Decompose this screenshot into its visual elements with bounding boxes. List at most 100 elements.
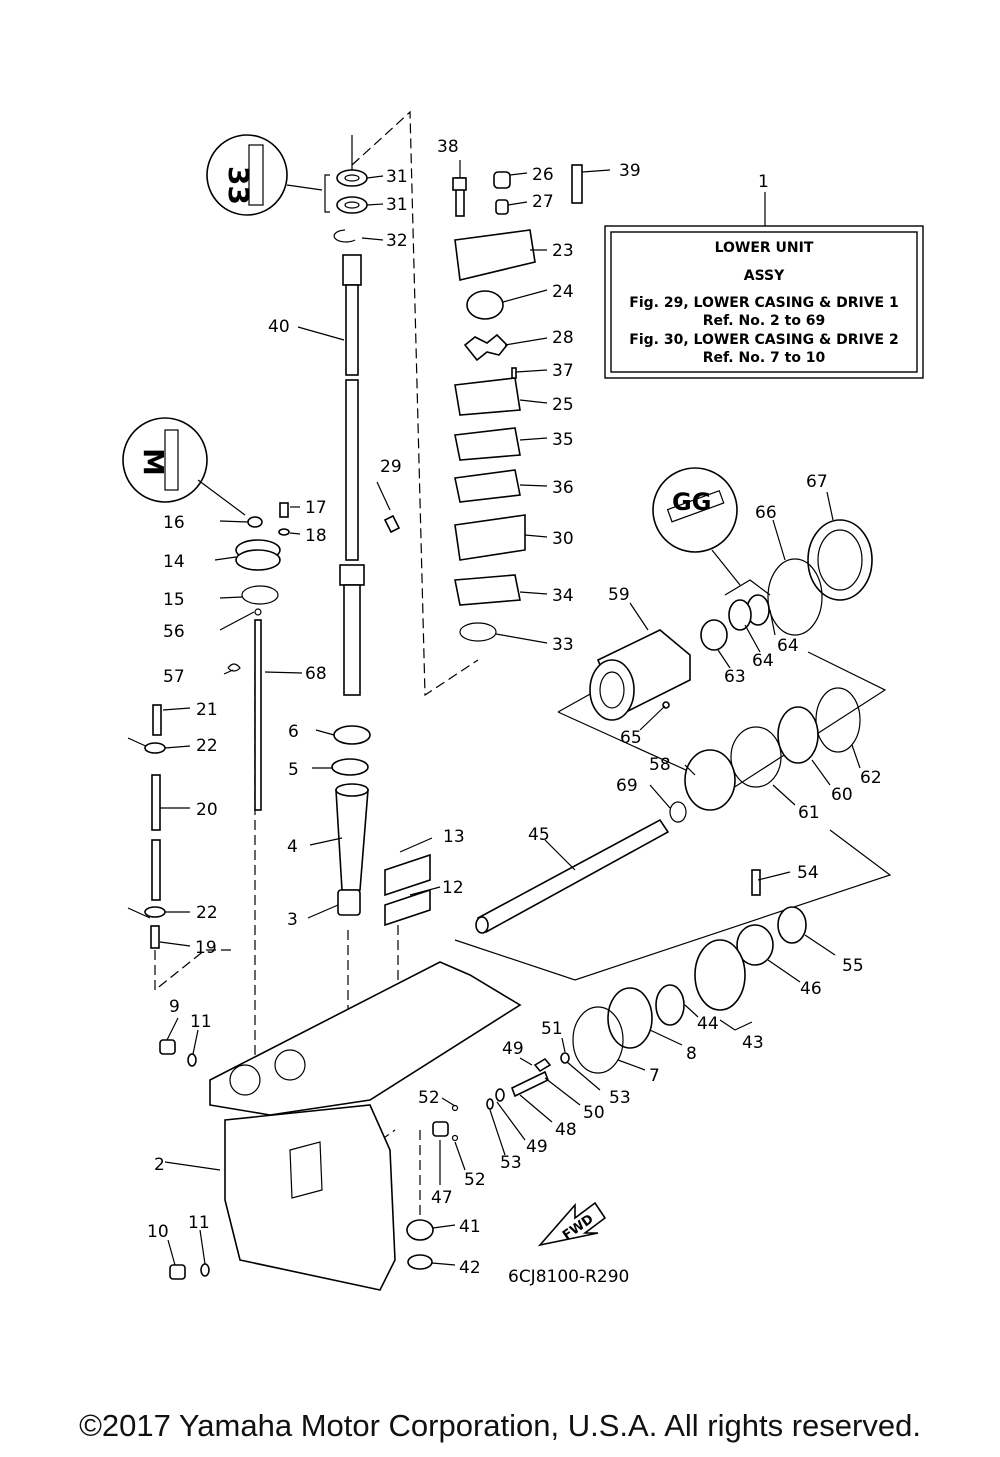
callout-47: 47 bbox=[431, 1188, 453, 1208]
callout-7: 7 bbox=[649, 1066, 660, 1086]
callout-36: 36 bbox=[552, 478, 574, 498]
callout-9: 9 bbox=[169, 997, 180, 1017]
copyright-notice: ©2017 Yamaha Motor Corporation, U.S.A. A… bbox=[79, 1408, 921, 1443]
callout-51: 51 bbox=[541, 1019, 563, 1039]
callout-5: 5 bbox=[288, 760, 299, 780]
inset-sealant-right: GG bbox=[652, 467, 771, 596]
callout-22b: 22 bbox=[196, 903, 218, 923]
callout-14: 14 bbox=[163, 552, 185, 572]
callout-61: 61 bbox=[798, 803, 820, 823]
propeller-shaft bbox=[475, 818, 670, 934]
drawing-code: 6CJ8100-R290 bbox=[508, 1267, 629, 1287]
callout-40: 40 bbox=[268, 317, 290, 337]
inset-sealant-top: 33 bbox=[206, 134, 330, 216]
callout-11a: 11 bbox=[190, 1012, 212, 1032]
callout-46: 46 bbox=[800, 979, 822, 999]
callout-29: 29 bbox=[380, 457, 402, 477]
assy-box-line5: Fig. 30, LOWER CASING & DRIVE 2 bbox=[629, 332, 898, 348]
callout-33: 33 bbox=[552, 635, 574, 655]
callout-10: 10 bbox=[147, 1222, 169, 1242]
callout-18: 18 bbox=[305, 526, 327, 546]
callout-21: 21 bbox=[196, 700, 218, 720]
callout-13: 13 bbox=[443, 827, 465, 847]
prop-shaft-housing-assembly bbox=[589, 519, 873, 823]
callout-54: 54 bbox=[797, 863, 819, 883]
callout-26: 26 bbox=[532, 165, 554, 185]
callout-23: 23 bbox=[552, 241, 574, 261]
callout-22a: 22 bbox=[196, 736, 218, 756]
pinion-assembly bbox=[406, 1219, 434, 1270]
callout-56: 56 bbox=[163, 622, 185, 642]
callout-37: 37 bbox=[552, 361, 574, 381]
callout-31b: 31 bbox=[386, 195, 408, 215]
callout-53a: 53 bbox=[609, 1088, 631, 1108]
callout-59: 59 bbox=[608, 585, 630, 605]
assy-box-line1: LOWER UNIT bbox=[715, 240, 814, 256]
callout-numbers: 2 3 4 5 6 7 8 9 10 11 11 12 13 14 15 16 … bbox=[147, 137, 882, 1278]
callout-52b: 52 bbox=[464, 1170, 486, 1190]
callout-31a: 31 bbox=[386, 167, 408, 187]
callout-53b: 53 bbox=[500, 1153, 522, 1173]
callout-55: 55 bbox=[842, 956, 864, 976]
callout-64a: 64 bbox=[752, 651, 774, 671]
callout-27: 27 bbox=[532, 192, 554, 212]
callout-60: 60 bbox=[831, 785, 853, 805]
callout-19: 19 bbox=[195, 938, 217, 958]
callout-2: 2 bbox=[154, 1155, 165, 1175]
callout-8: 8 bbox=[686, 1044, 697, 1064]
assy-box-line3: Fig. 29, LOWER CASING & DRIVE 1 bbox=[629, 295, 898, 311]
callout-43: 43 bbox=[742, 1033, 764, 1053]
fwd-arrow: FWD bbox=[537, 1201, 607, 1247]
callout-63: 63 bbox=[724, 667, 746, 687]
callout-65: 65 bbox=[620, 728, 642, 748]
callout-17: 17 bbox=[305, 498, 327, 518]
callout-11b: 11 bbox=[188, 1213, 210, 1233]
misc-parts bbox=[383, 514, 670, 927]
callout-12: 12 bbox=[442, 878, 464, 898]
callout-3: 3 bbox=[287, 910, 298, 930]
callout-30: 30 bbox=[552, 529, 574, 549]
shift-rod-assembly bbox=[227, 502, 290, 811]
svg-text:33: 33 bbox=[222, 166, 255, 205]
callout-67: 67 bbox=[806, 472, 828, 492]
callout-25: 25 bbox=[552, 395, 574, 415]
callout-1: 1 bbox=[758, 172, 769, 192]
assembly-reference-box: 1 LOWER UNIT ASSY Fig. 29, LOWER CASING … bbox=[604, 172, 924, 379]
callout-50: 50 bbox=[583, 1103, 605, 1123]
callout-49a: 49 bbox=[502, 1039, 524, 1059]
callout-62: 62 bbox=[860, 768, 882, 788]
callout-35: 35 bbox=[552, 430, 574, 450]
assy-box-line2: ASSY bbox=[744, 268, 785, 284]
callout-38: 38 bbox=[437, 137, 459, 157]
svg-text:M: M bbox=[137, 448, 170, 476]
callout-42: 42 bbox=[459, 1258, 481, 1278]
callout-64b: 64 bbox=[777, 636, 799, 656]
lower-casing bbox=[159, 961, 522, 1291]
water-pump-assembly bbox=[452, 164, 583, 642]
callout-49b: 49 bbox=[526, 1137, 548, 1157]
callout-41: 41 bbox=[459, 1217, 481, 1237]
callout-48: 48 bbox=[555, 1120, 577, 1140]
assy-box-line6: Ref. No. 7 to 10 bbox=[703, 350, 826, 366]
callout-39: 39 bbox=[619, 161, 641, 181]
callout-58: 58 bbox=[649, 755, 671, 775]
callout-28: 28 bbox=[552, 328, 574, 348]
callout-66: 66 bbox=[755, 503, 777, 523]
callout-34: 34 bbox=[552, 586, 574, 606]
callout-16: 16 bbox=[163, 513, 185, 533]
callout-57: 57 bbox=[163, 667, 185, 687]
callout-32: 32 bbox=[386, 231, 408, 251]
callout-24: 24 bbox=[552, 282, 574, 302]
callout-52a: 52 bbox=[418, 1088, 440, 1108]
callout-6: 6 bbox=[288, 722, 299, 742]
callout-45: 45 bbox=[528, 825, 550, 845]
shift-plunger-assembly bbox=[432, 1057, 552, 1142]
shift-cable-assembly bbox=[127, 704, 166, 949]
callout-15: 15 bbox=[163, 590, 185, 610]
callout-69: 69 bbox=[616, 776, 638, 796]
svg-text:GG: GG bbox=[672, 488, 711, 516]
gear-clutch-assembly bbox=[560, 869, 807, 1074]
assy-box-line4: Ref. No. 2 to 69 bbox=[703, 313, 826, 329]
callout-4: 4 bbox=[287, 837, 298, 857]
